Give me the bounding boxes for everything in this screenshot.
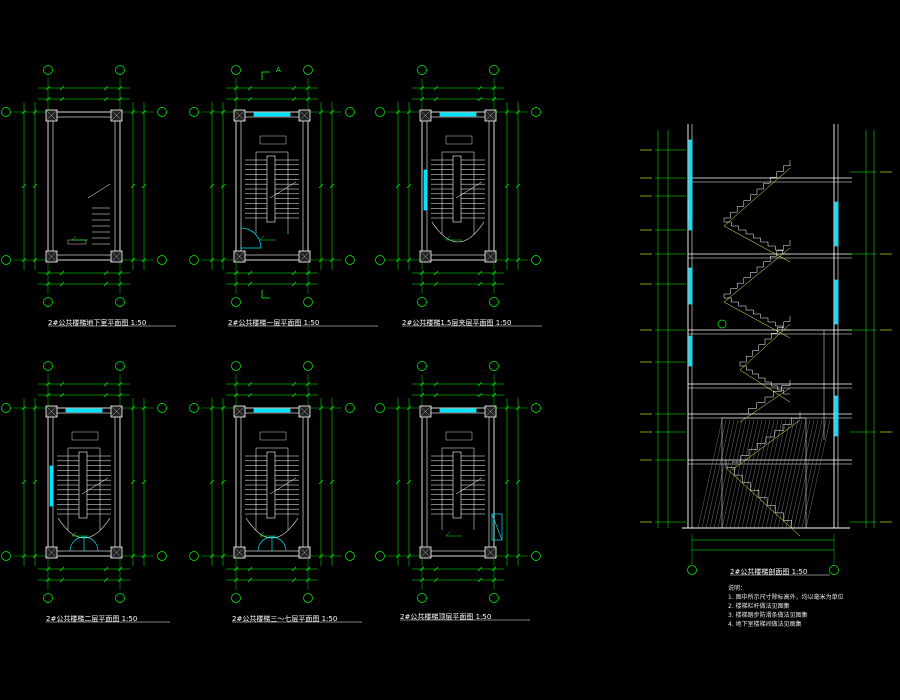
- stair-plan-0: [1, 65, 167, 307]
- note-item: 3. 楼梯踏步防滑条做法见图集: [728, 612, 808, 619]
- stair-plan-1: [189, 65, 355, 307]
- plan-title-top-floor: 2#公共楼梯顶层平面图 1:50: [400, 613, 492, 621]
- plan-title-floor-2: 2#公共楼梯二层平面图 1:50: [46, 615, 138, 623]
- section-marker-label: A: [276, 66, 281, 74]
- stair-plan-4: [189, 361, 355, 603]
- note-item: 1. 图中所示尺寸除标高外，均以毫米为单位: [728, 594, 844, 601]
- section-cut-marker: [261, 71, 270, 299]
- plan-title-mezzanine: 2#公共楼梯1.5层夹层平面图 1:50: [402, 319, 512, 327]
- section-title: 2#公共楼梯剖面图 1:50: [730, 568, 808, 576]
- note-item: 2. 楼梯栏杆做法见图集: [728, 603, 790, 610]
- plan-title-floor-1: 2#公共楼梯一层平面图 1:50: [228, 319, 320, 327]
- plan-title-floor-3-7: 2#公共楼梯三～七层平面图 1:50: [232, 615, 338, 623]
- section-hatch: [697, 419, 831, 529]
- stair-plan-2: [375, 65, 541, 307]
- stair-plan-3: [1, 361, 167, 603]
- notes-block: 说明： 1. 图中所示尺寸除标高外，均以毫米为单位 2. 楼梯栏杆做法见图集 3…: [728, 584, 844, 629]
- stair-section: [640, 124, 892, 575]
- plan-title-basement: 2#公共楼梯地下室平面图 1:50: [48, 319, 147, 327]
- stair-plan-5: [375, 361, 541, 603]
- notes-heading: 说明：: [728, 585, 747, 592]
- note-item: 4. 地下室楼梯间做法见图集: [728, 621, 802, 628]
